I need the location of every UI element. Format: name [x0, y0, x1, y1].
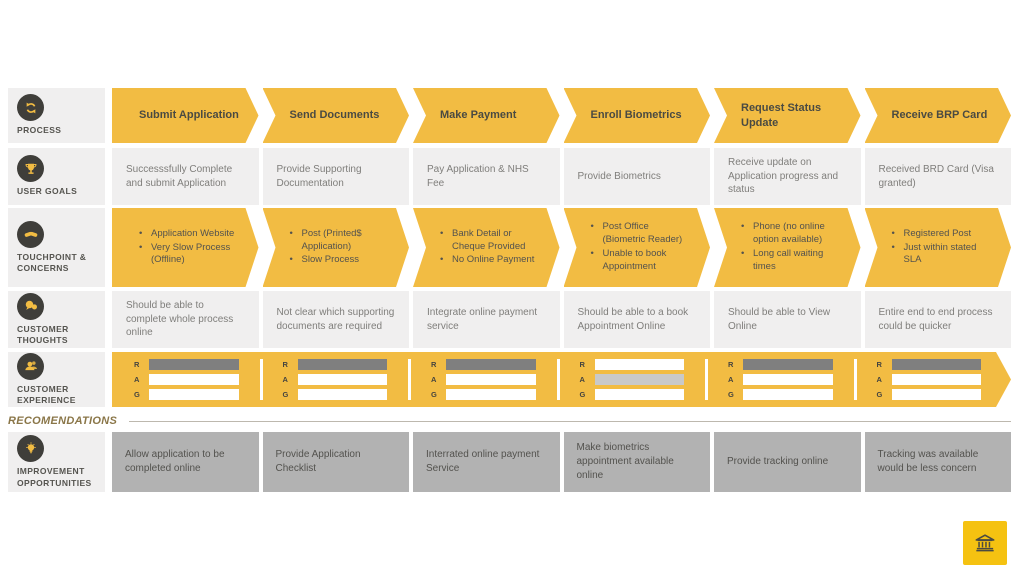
- rag-bar-amber: [892, 374, 982, 385]
- rag-bar-amber: [446, 374, 536, 385]
- improvement-row: IMPROVEMENT OPPORTUNITIES Allow applicat…: [8, 432, 1011, 492]
- row-label-improvement: IMPROVEMENT OPPORTUNITIES: [8, 432, 105, 492]
- improvement-opportunity: Provide tracking online: [714, 432, 861, 492]
- process-step: Submit Application: [112, 88, 259, 143]
- rag-bar-red: [892, 359, 982, 370]
- trophy-icon: [17, 155, 44, 183]
- row-label-text: IMPROVEMENT OPPORTUNITIES: [17, 466, 92, 488]
- process-step: Make Payment: [413, 88, 560, 143]
- improvement-opportunity: Interrated online payment Service: [413, 432, 560, 492]
- rag-cell: R A G: [261, 352, 410, 407]
- rag-bar-green: [149, 389, 239, 400]
- rag-bar-green: [892, 389, 982, 400]
- touchpoints-row: TOUCHPOINT & CONCERNS Application Websit…: [8, 208, 1011, 287]
- rag-bar-red: [298, 359, 388, 370]
- person-icon: [17, 352, 44, 380]
- rag-bar-amber: [149, 374, 239, 385]
- rag-band: R A G R A G R A G R A G R A G: [112, 352, 1011, 407]
- touchpoint-concerns: Post Office (Biometric Reader)Unable to …: [564, 208, 711, 287]
- rag-cell: R A G: [855, 352, 1012, 407]
- improvement-opportunity: Allow application to be completed online: [112, 432, 259, 492]
- rag-bar-red: [595, 359, 685, 370]
- row-label-text: CUSTOMER EXPERIENCE: [17, 383, 76, 405]
- row-label-customer-experience: CUSTOMER EXPERIENCE: [8, 352, 105, 407]
- customer-thought: Not clear which supporting documents are…: [262, 291, 409, 348]
- rag-bar-amber: [298, 374, 388, 385]
- row-label-user-goals: USER GOALS: [8, 148, 105, 205]
- row-label-customer-thoughts: CUSTOMER THOUGHTS: [8, 291, 105, 348]
- customer-thought: Entire end to end process could be quick…: [864, 291, 1011, 348]
- rag-cell: R A G: [706, 352, 855, 407]
- process-step: Request Status Update: [714, 88, 861, 143]
- recommendations-label: RECOMENDATIONS: [8, 415, 118, 427]
- touchpoint-concerns: Bank Detail or Cheque ProvidedNo Online …: [413, 208, 560, 287]
- rag-bar-green: [743, 389, 833, 400]
- rag-cell: R A G: [112, 352, 261, 407]
- divider-line: [129, 420, 1011, 422]
- row-label-text: PROCESS: [17, 125, 62, 136]
- rag-bar-amber: [595, 374, 685, 385]
- handshake-icon: [17, 220, 44, 248]
- rag-cell: R A G: [409, 352, 558, 407]
- rag-bar-red: [743, 359, 833, 370]
- row-label-process: PROCESS: [8, 88, 105, 143]
- row-label-touchpoints: TOUCHPOINT & CONCERNS: [8, 208, 105, 287]
- row-label-text: CUSTOMER THOUGHTS: [17, 323, 69, 345]
- user-goal: Provide Supporting Documentation: [262, 148, 409, 205]
- row-label-text: USER GOALS: [17, 186, 78, 197]
- rag-cell: R A G: [558, 352, 707, 407]
- touchpoint-concerns: Registered PostJust within stated SLA: [865, 208, 1012, 287]
- customer-thought: Should be able to a book Appointment Onl…: [563, 291, 710, 348]
- touchpoint-concerns: Phone (no online option available)Long c…: [714, 208, 861, 287]
- customer-experience-row: CUSTOMER EXPERIENCE R A G R A G R A G R …: [8, 352, 1011, 407]
- rag-bar-red: [446, 359, 536, 370]
- improvement-opportunity: Provide Application Checklist: [262, 432, 409, 492]
- touchpoint-concerns: Post (Printed$ Application)Slow Process: [263, 208, 410, 287]
- customer-thoughts-row: CUSTOMER THOUGHTS Should be able to comp…: [8, 291, 1011, 348]
- process-step: Send Documents: [263, 88, 410, 143]
- recommendations-divider: RECOMENDATIONS: [8, 412, 1011, 430]
- improvement-opportunity: Make biometrics appointment available on…: [563, 432, 710, 492]
- user-goal: Receive update on Application progress a…: [714, 148, 861, 205]
- user-goals-row: USER GOALS Successsfully Complete and su…: [8, 148, 1011, 205]
- process-icon: [17, 94, 44, 122]
- user-goal: Pay Application & NHS Fee: [413, 148, 560, 205]
- process-step: Enroll Biometrics: [564, 88, 711, 143]
- improvement-opportunity: Tracking was available would be less con…: [864, 432, 1011, 492]
- process-row: PROCESS Submit Application Send Document…: [8, 88, 1011, 143]
- bank-badge-button[interactable]: [963, 521, 1007, 565]
- rag-bar-red: [149, 359, 239, 370]
- customer-thought: Integrate online payment service: [413, 291, 560, 348]
- user-goal: Received BRD Card (Visa granted): [864, 148, 1011, 205]
- customer-thought: Should be able to View Online: [714, 291, 861, 348]
- speech-bubbles-icon: [17, 292, 44, 320]
- lightbulb-icon: [17, 435, 44, 463]
- rag-bar-green: [298, 389, 388, 400]
- customer-thought: Should be able to complete whole process…: [112, 291, 259, 348]
- rag-bar-green: [446, 389, 536, 400]
- rag-bar-green: [595, 389, 685, 400]
- row-label-text: TOUCHPOINT & CONCERNS: [17, 251, 87, 273]
- rag-bar-amber: [743, 374, 833, 385]
- user-goal: Successsfully Complete and submit Applic…: [112, 148, 259, 205]
- user-goal: Provide Biometrics: [563, 148, 710, 205]
- touchpoint-concerns: Application WebsiteVery Slow Process (Of…: [112, 208, 259, 287]
- process-step: Receive BRP Card: [865, 88, 1012, 143]
- bank-icon: [972, 530, 998, 556]
